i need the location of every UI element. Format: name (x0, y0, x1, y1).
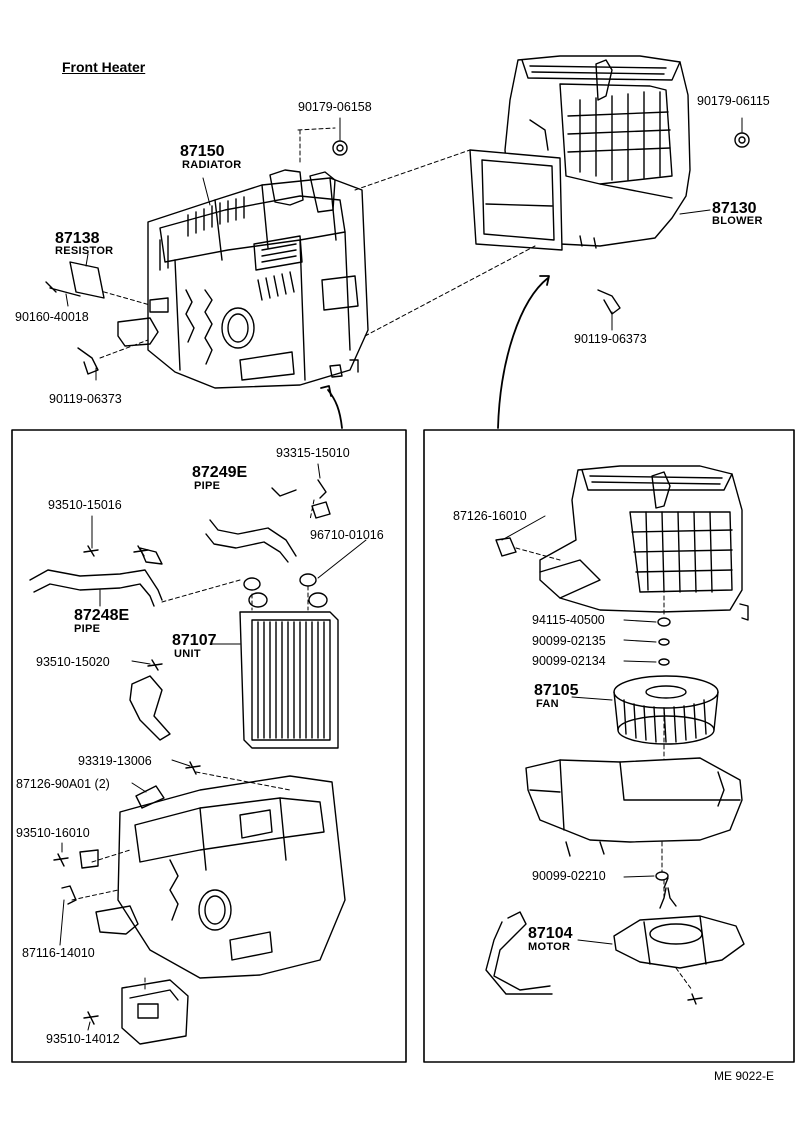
part-number-90119-06373-right: 90119-06373 (574, 332, 647, 346)
part-name-motor: MOTOR (528, 941, 571, 953)
part-name-unit: UNIT (174, 648, 201, 660)
label-leader-lines (59, 117, 743, 1031)
right-detail-frame (423, 429, 795, 1063)
part-number-87126-90a01: 87126-90A01 (2) (16, 777, 110, 791)
part-number-93510-15016: 93510-15016 (48, 498, 122, 512)
arrows-into-frames (320, 275, 550, 429)
diagram-title: Front Heater (62, 59, 146, 75)
left-detail-frame (11, 429, 407, 1063)
part-number-87126-16010: 87126-16010 (453, 509, 527, 523)
part-number-87249e: 87249E (192, 464, 248, 481)
part-number-90179-06115: 90179-06115 (697, 94, 770, 108)
part-number-87104: 87104 (528, 925, 573, 942)
part-number-90099-02210: 90099-02210 (532, 869, 606, 883)
part-name-resistor: RESISTOR (55, 245, 114, 257)
part-number-90179-06158: 90179-06158 (298, 100, 372, 114)
part-number-93315-15010: 93315-15010 (276, 446, 350, 460)
right-frame-components (485, 465, 749, 1005)
part-number-87138: 87138 (55, 230, 100, 247)
blower-assembly (469, 55, 691, 251)
part-number-87107: 87107 (172, 632, 217, 649)
part-name-radiator: RADIATOR (182, 159, 242, 171)
part-number-87248e: 87248E (74, 607, 130, 624)
diagram-reference-code: ME 9022-E (714, 1069, 775, 1083)
part-number-87105: 87105 (534, 682, 579, 699)
part-number-96710-01016: 96710-01016 (310, 528, 384, 542)
part-number-93319-13006: 93319-13006 (78, 754, 152, 768)
part-name-fan: FAN (536, 698, 559, 710)
part-name-pipe-87249e: PIPE (194, 480, 221, 492)
right-connector-lines (515, 547, 693, 991)
heater-radiator-assembly (117, 169, 369, 389)
part-number-94115-40500: 94115-40500 (532, 613, 605, 627)
part-number-90119-06373-left: 90119-06373 (49, 392, 122, 406)
part-number-90160-40018: 90160-40018 (15, 310, 89, 324)
part-name-blower: BLOWER (712, 215, 763, 227)
part-number-90099-02134: 90099-02134 (532, 654, 606, 668)
part-number-87116-14010: 87116-14010 (22, 946, 95, 960)
part-number-90099-02135: 90099-02135 (532, 634, 606, 648)
part-number-93510-16010: 93510-16010 (16, 826, 90, 840)
part-number-87130: 87130 (712, 200, 757, 217)
left-connector-lines (71, 499, 315, 991)
part-number-87150: 87150 (180, 143, 225, 160)
part-name-pipe-87248e: PIPE (74, 623, 101, 635)
top-fasteners (45, 132, 750, 375)
left-frame-components (29, 479, 346, 1045)
part-number-93510-14012: 93510-14012 (46, 1032, 120, 1046)
part-number-93510-15020: 93510-15020 (36, 655, 110, 669)
